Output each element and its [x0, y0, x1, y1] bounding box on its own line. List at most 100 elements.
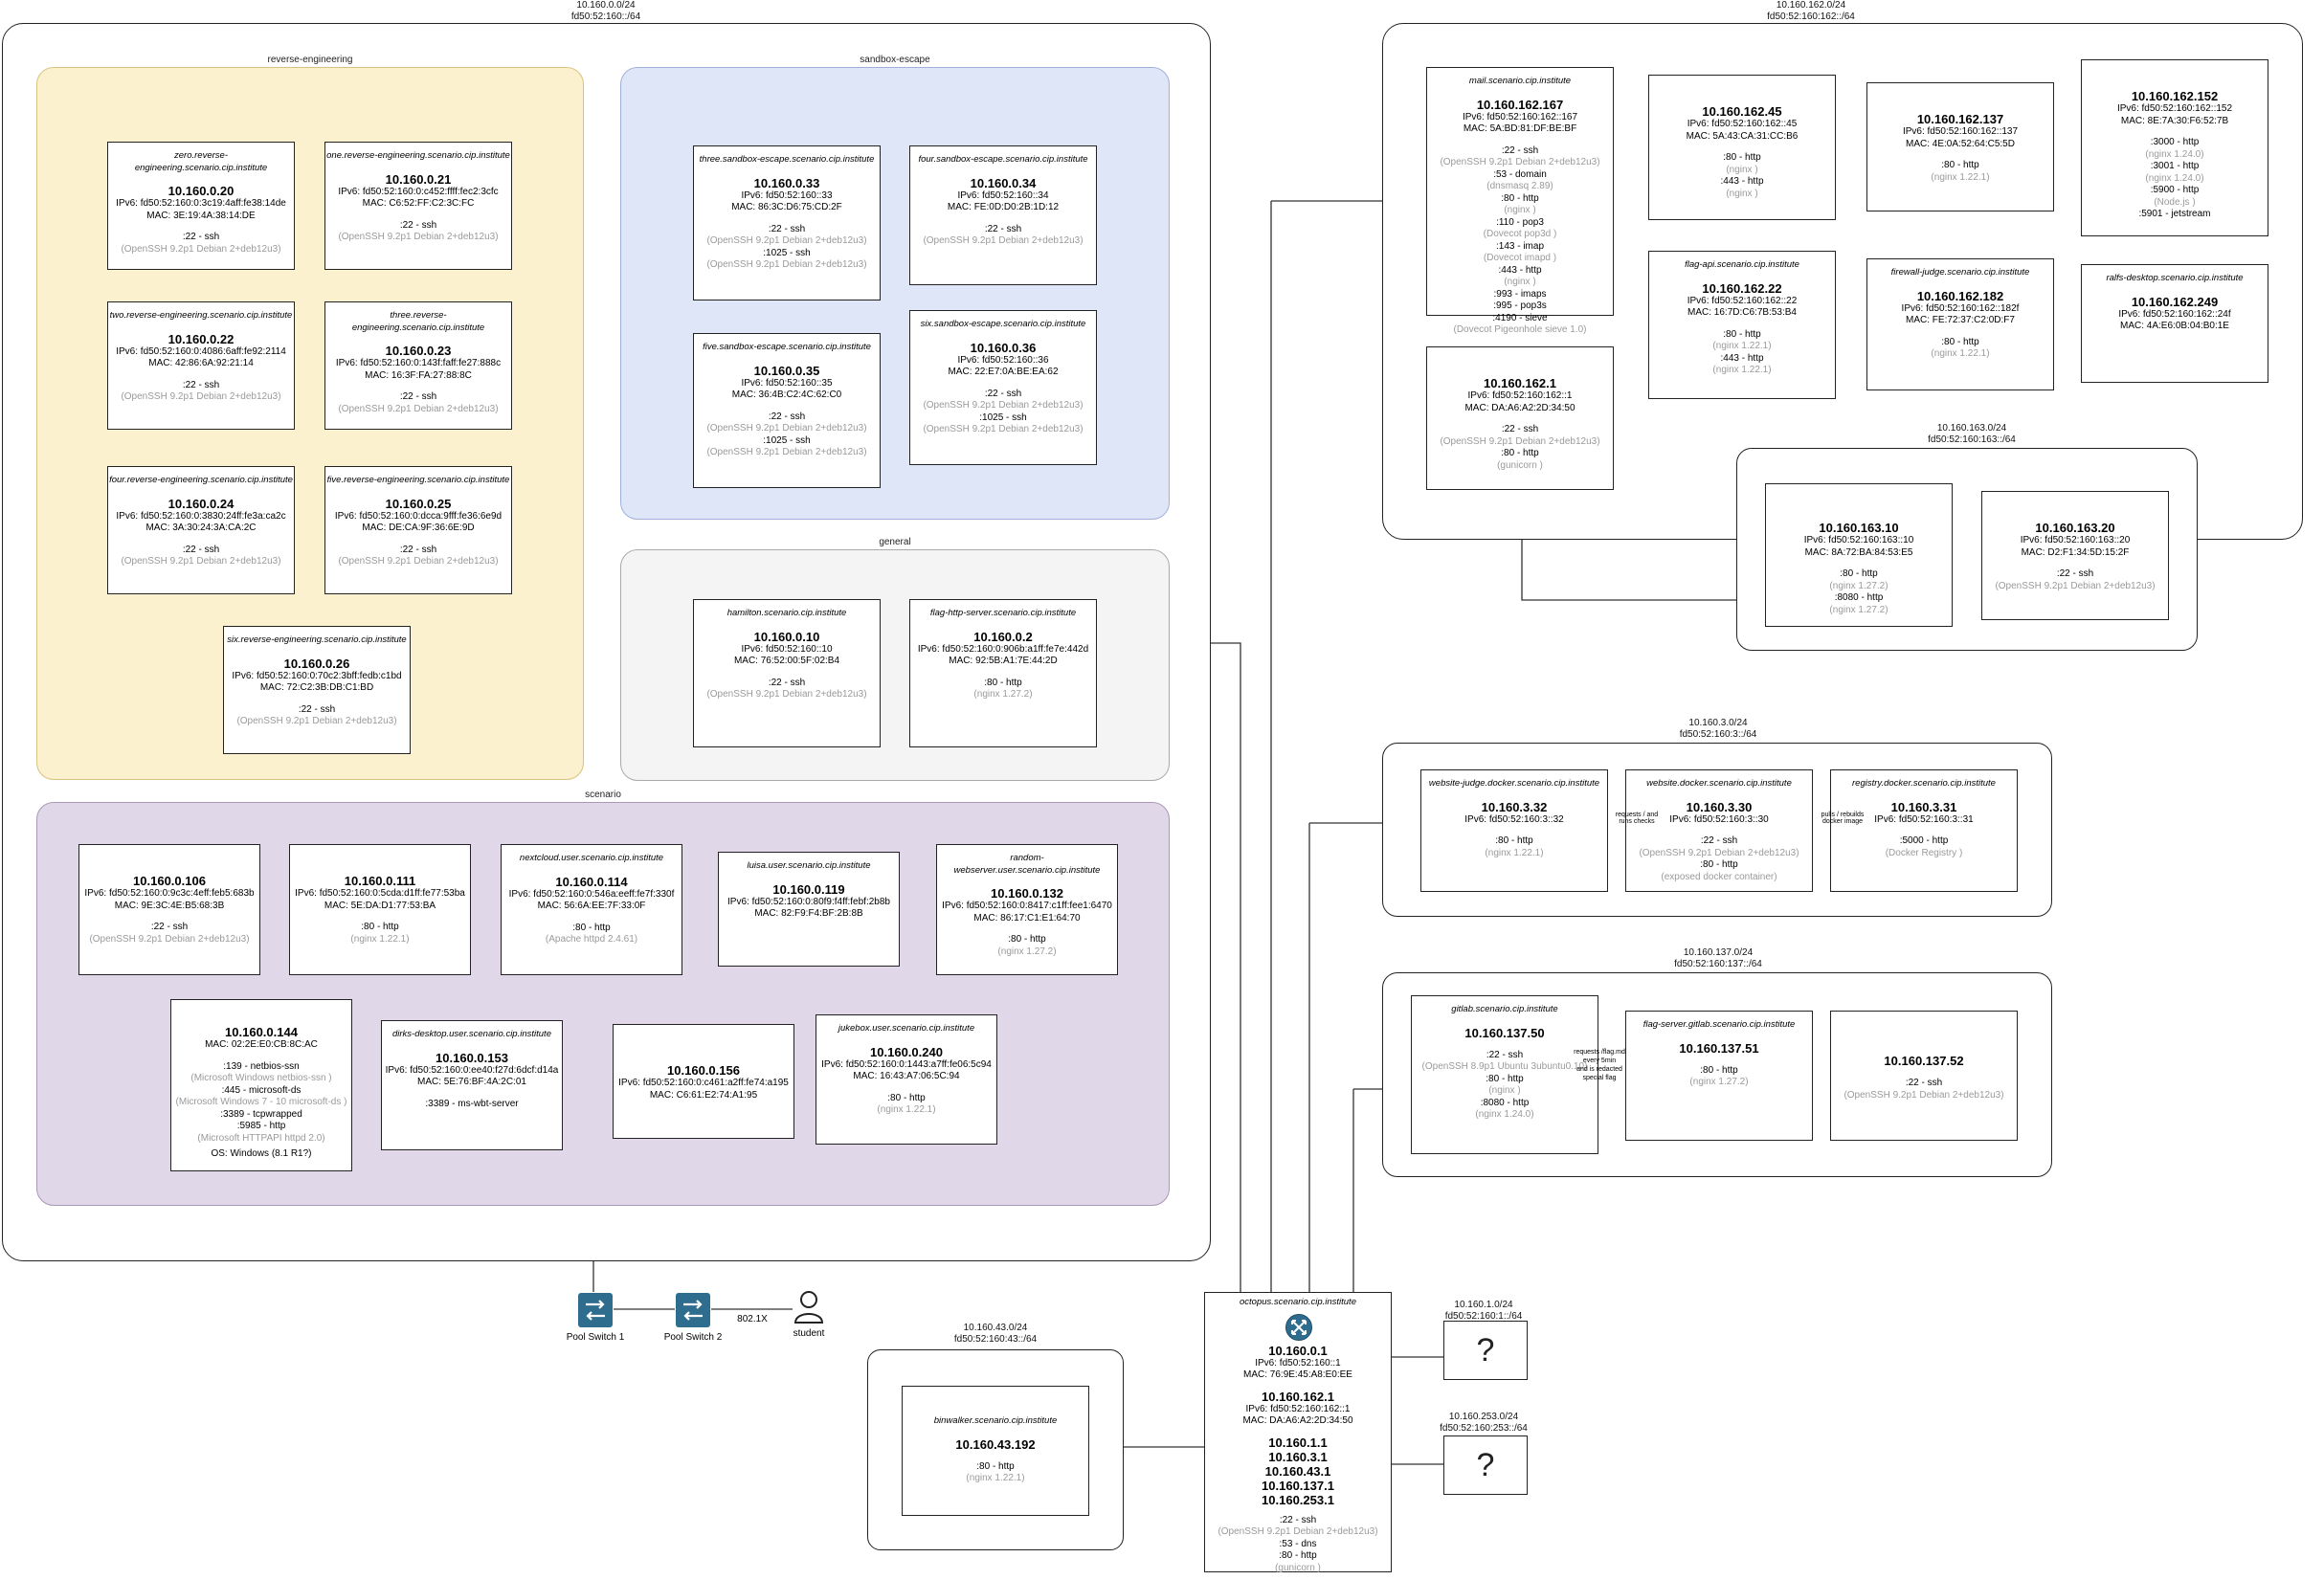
service-version: (OpenSSH 9.2p1 Debian 2+deb12u3)	[923, 400, 1084, 411]
host-random-webserver[interactable]: random-webserver.user.scenario.cip.insti…	[936, 844, 1118, 975]
ip: 10.160.162.167	[1476, 97, 1564, 112]
host-162-137[interactable]: 10.160.162.137 IPv6: fd50:52:160:162::13…	[1866, 82, 2054, 211]
service-version: (OpenSSH 9.2p1 Debian 2+deb12u3)	[1218, 1526, 1378, 1537]
router-octopus[interactable]: octopus.scenario.cip.institute 10.160.0.…	[1204, 1292, 1392, 1573]
mac: MAC: 02:2E:E0:CB:8C:AC	[205, 1039, 318, 1050]
service: :22 - ssh	[768, 411, 806, 422]
service: :995 - pop3s	[1493, 300, 1547, 311]
net-1-title: 10.160.1.0/24 fd50:52:160:1::/64	[1340, 1300, 1627, 1323]
mac: MAC: 8E:7A:30:F6:52:7B	[2120, 115, 2229, 126]
host-re-25[interactable]: five.reverse-engineering.scenario.cip.in…	[324, 466, 512, 594]
host-ralfs-desktop[interactable]: ralfs-desktop.scenario.cip.institute 10.…	[2081, 264, 2268, 383]
switch-1[interactable]	[577, 1292, 614, 1333]
ipv6: IPv6: fd50:52:160:0:ee40:f27d:6dcf:d14a	[385, 1064, 559, 1076]
host-sc-106[interactable]: 10.160.0.106 IPv6: fd50:52:160:0:9c3c:4e…	[78, 844, 260, 975]
service: :22 - ssh	[399, 219, 437, 231]
host-sb-33[interactable]: three.sandbox-escape.scenario.cip.instit…	[693, 145, 881, 300]
host-sc-156[interactable]: 10.160.0.156 IPv6: fd50:52:160:0:c461:a2…	[613, 1024, 794, 1139]
host-sb-36[interactable]: six.sandbox-escape.scenario.cip.institut…	[909, 310, 1097, 465]
host-website[interactable]: website.docker.scenario.cip.institute 10…	[1625, 769, 1813, 892]
student[interactable]	[793, 1290, 825, 1329]
host-re-26[interactable]: six.reverse-engineering.scenario.cip.ins…	[223, 626, 411, 754]
host-re-21[interactable]: one.reverse-engineering.scenario.cip.ins…	[324, 142, 512, 270]
host-sc-111[interactable]: 10.160.0.111 IPv6: fd50:52:160:0:5cda:d1…	[289, 844, 471, 975]
host-flag-api[interactable]: flag-api.scenario.cip.institute 10.160.1…	[1648, 251, 1836, 399]
host-flag-server[interactable]: flag-server.gitlab.scenario.cip.institut…	[1625, 1011, 1813, 1141]
service-version: (Microsoft Windows netbios-ssn )	[190, 1073, 332, 1083]
ip: 10.160.162.1	[1262, 1389, 1334, 1404]
service: :22 - ssh	[1486, 1049, 1524, 1060]
net-main-v6: fd50:52:160::/64	[570, 11, 641, 22]
service: :139 - netbios-ssn	[223, 1060, 300, 1072]
service-version: (Microsoft Windows 7 - 10 microsoft-ds )	[175, 1097, 347, 1107]
net-137-title: 10.160.137.0/24 fd50:52:160:137::/64	[1575, 947, 1862, 970]
service: :80 - http	[1501, 448, 1539, 458]
ipv6: IPv6: fd50:52:160:162::137	[1902, 126, 2019, 137]
ip: 10.160.0.156	[667, 1063, 740, 1078]
host-jukebox[interactable]: jukebox.user.scenario.cip.institute 10.1…	[816, 1014, 997, 1145]
hostname: ralfs-desktop.scenario.cip.institute	[2106, 273, 2244, 283]
host-binwalker[interactable]: binwalker.scenario.cip.institute 10.160.…	[902, 1386, 1089, 1516]
service-version: (OpenSSH 9.2p1 Debian 2+deb12u3)	[923, 235, 1084, 246]
service-version: (OpenSSH 9.2p1 Debian 2+deb12u3)	[121, 243, 281, 255]
host-sb-35[interactable]: five.sandbox-escape.scenario.cip.institu…	[693, 333, 881, 488]
service: :22 - ssh	[182, 544, 220, 555]
host-re-24[interactable]: four.reverse-engineering.scenario.cip.in…	[107, 466, 295, 594]
switch-1-label: Pool Switch 1	[566, 1332, 625, 1343]
service-version: (OpenSSH 9.2p1 Debian 2+deb12u3)	[706, 689, 867, 700]
service: :22 - ssh	[1501, 424, 1539, 434]
switch-2[interactable]	[675, 1292, 711, 1333]
unknown-net-253[interactable]: ?	[1443, 1435, 1528, 1495]
host-163-20[interactable]: 10.160.163.20 IPv6: fd50:52:160:163::20 …	[1981, 491, 2169, 620]
hostname: six.sandbox-escape.scenario.cip.institut…	[920, 319, 1086, 329]
service-version: (nginx )	[1726, 164, 1758, 175]
ipv6: IPv6: fd50:52:160:163::20	[2020, 535, 2131, 545]
service: :5000 - http	[1899, 835, 1949, 846]
host-re-20[interactable]: zero.reverse-engineering.scenario.cip.in…	[107, 142, 295, 270]
host-162-1[interactable]: 10.160.162.1 IPv6: fd50:52:160:162::1 MA…	[1426, 346, 1614, 490]
host-162-152[interactable]: 10.160.162.152 IPv6: fd50:52:160:162::15…	[2081, 59, 2268, 236]
service-version: (Dovecot pop3d )	[1483, 229, 1557, 239]
host-137-52[interactable]: 10.160.137.52 :22 - ssh(OpenSSH 9.2p1 De…	[1830, 1011, 2018, 1141]
host-re-23[interactable]: three.reverse-engineering.scenario.cip.i…	[324, 301, 512, 430]
hostname: three.sandbox-escape.scenario.cip.instit…	[699, 154, 875, 165]
host-gitlab[interactable]: gitlab.scenario.cip.institute 10.160.137…	[1411, 995, 1598, 1154]
service: :80 - http	[1723, 328, 1761, 340]
service-version: (OpenSSH 9.2p1 Debian 2+deb12u3)	[1995, 580, 2156, 591]
host-sc-144[interactable]: 10.160.0.144 MAC: 02:2E:E0:CB:8C:AC :139…	[170, 999, 352, 1171]
hostname: binwalker.scenario.cip.institute	[933, 1415, 1058, 1426]
service: :80 - http	[1941, 160, 1979, 170]
arrow-label-checks: requests / and runs checks	[1615, 812, 1659, 825]
host-sb-34[interactable]: four.sandbox-escape.scenario.cip.institu…	[909, 145, 1097, 285]
ip: 10.160.137.1	[1262, 1478, 1334, 1493]
service: :22 - ssh	[298, 703, 336, 715]
host-flag-http-server[interactable]: flag-http-server.scenario.cip.institute …	[909, 599, 1097, 747]
mac: MAC: 5A:BD:81:DF:BE:BF	[1463, 123, 1577, 134]
host-luisa[interactable]: luisa.user.scenario.cip.institute 10.160…	[718, 852, 900, 967]
service-list: :22 - ssh(OpenSSH 9.2p1 Debian 2+deb12u3…	[1427, 145, 1613, 337]
host-mail[interactable]: mail.scenario.cip.institute 10.160.162.1…	[1426, 67, 1614, 335]
host-registry[interactable]: registry.docker.scenario.cip.institute 1…	[1830, 769, 2018, 892]
ipv6: IPv6: fd50:52:160:0:143f:faff:fe27:888c	[335, 358, 502, 368]
unknown-net-1[interactable]: ?	[1443, 1321, 1528, 1380]
host-hamilton[interactable]: hamilton.scenario.cip.institute 10.160.0…	[693, 599, 881, 747]
net-137-v6: fd50:52:160:137::/64	[1674, 959, 1762, 969]
service-version: (nginx 1.22.1)	[1485, 847, 1544, 858]
ipv6: IPv6: fd50:52:160:163::10	[1803, 535, 1914, 545]
service-version: (nginx 1.22.1)	[966, 1473, 1025, 1483]
host-firewall-judge[interactable]: firewall-judge.scenario.cip.institute 10…	[1866, 258, 2054, 390]
host-162-45[interactable]: 10.160.162.45 IPv6: fd50:52:160:162::45 …	[1648, 75, 1836, 220]
host-nextcloud[interactable]: nextcloud.user.scenario.cip.institute 10…	[501, 844, 682, 975]
host-website-judge[interactable]: website-judge.docker.scenario.cip.instit…	[1420, 769, 1608, 892]
hostname: four.reverse-engineering.scenario.cip.in…	[109, 475, 293, 485]
hostname: five.sandbox-escape.scenario.cip.institu…	[703, 342, 871, 352]
mac: MAC: 72:C2:3B:DB:C1:BD	[259, 682, 374, 693]
ipv6: IPv6: fd50:52:160:0:dcca:9fff:fe36:6e9d	[334, 510, 503, 522]
net-3-v6: fd50:52:160:3::/64	[1679, 729, 1757, 740]
hostname: website-judge.docker.scenario.cip.instit…	[1428, 778, 1600, 789]
ip: 10.160.137.51	[1679, 1040, 1759, 1056]
ipv6: IPv6: fd50:52:160:0:70c2:3bff:fedb:c1bd	[232, 670, 402, 681]
host-163-10[interactable]: 10.160.163.10 IPv6: fd50:52:160:163::10 …	[1765, 483, 1953, 627]
host-re-22[interactable]: two.reverse-engineering.scenario.cip.ins…	[107, 301, 295, 430]
host-dirks-desktop[interactable]: dirks-desktop.user.scenario.cip.institut…	[381, 1020, 563, 1150]
